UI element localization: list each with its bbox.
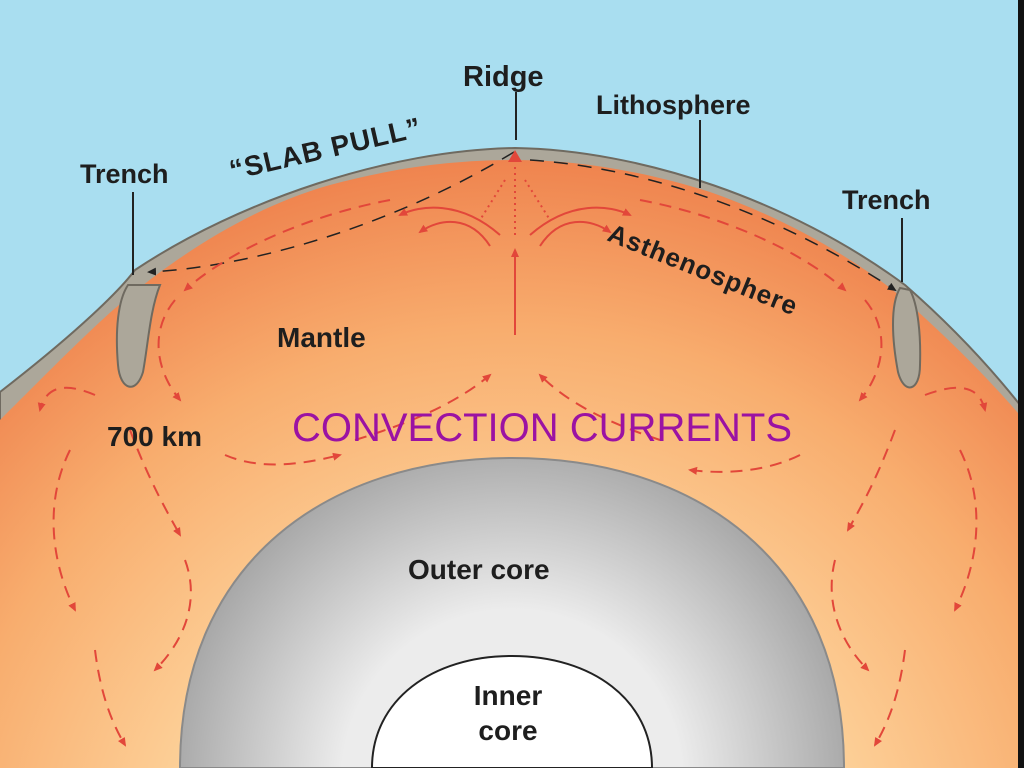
right-trench-label: Trench [842,185,931,215]
plate-flow-right [529,159,897,292]
mantle-label: Mantle [277,322,366,353]
left-subducting-slab [115,284,162,388]
lithosphere-label: Lithosphere [596,90,751,120]
right-border [1018,0,1024,768]
right-subducting-slab [892,286,922,389]
depth-label: 700 km [107,421,202,452]
ridge-label: Ridge [463,61,544,93]
inner-core-label-line2: core [478,715,537,746]
left-trench-label: Trench [80,159,169,189]
plate-flow-left [147,151,515,276]
convection-arrows [37,199,988,747]
inner-core-label-line1: Inner [474,680,543,711]
ridge-upwelling [398,150,632,335]
outer-core [178,456,846,768]
inner-core [370,654,654,768]
convection-currents-title: CONVECTION CURRENTS [292,406,792,450]
outer-core-label: Outer core [408,554,550,585]
